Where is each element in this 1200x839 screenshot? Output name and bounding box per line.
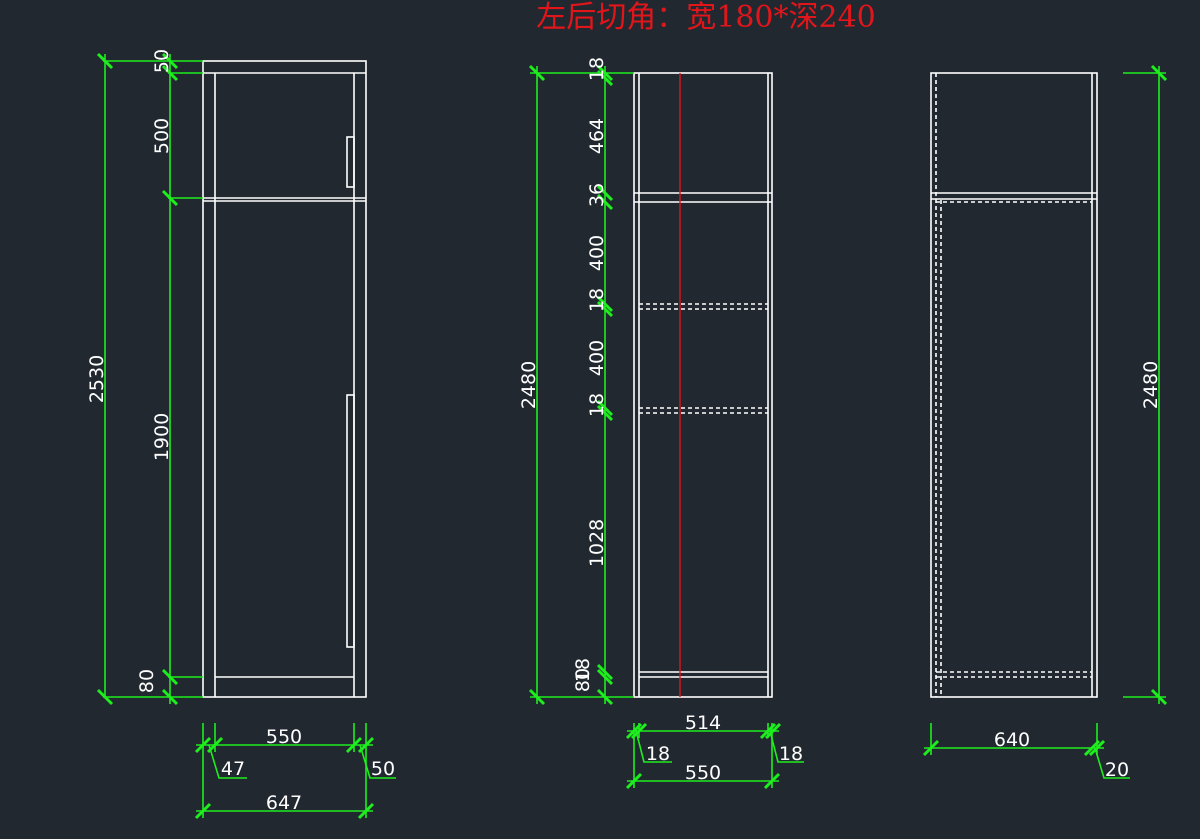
dim-tick bbox=[357, 802, 375, 820]
front-inner-width-label: 550 bbox=[266, 726, 302, 748]
side-back-offset-label: 20 bbox=[1105, 759, 1129, 781]
front-height-label: 1900 bbox=[151, 413, 173, 461]
front-view: 2530 50 500 1900 80 550 47 50 647 bbox=[86, 49, 396, 820]
dim-tick bbox=[630, 722, 648, 740]
section-vertical-dimensions: 2480 18 464 36 400 18 400 18 1028 18 80 bbox=[518, 57, 634, 706]
section-outer-frame bbox=[633, 72, 773, 698]
section-cabinet-outline bbox=[633, 72, 773, 698]
dim-tick bbox=[625, 772, 643, 790]
dim-tick bbox=[596, 300, 614, 318]
front-total-width-label: 647 bbox=[266, 792, 302, 814]
dim-tick bbox=[194, 736, 212, 754]
section-total-width-label: 550 bbox=[685, 762, 721, 784]
front-leader-right bbox=[359, 744, 396, 779]
front-leader-left bbox=[208, 744, 247, 779]
section-height-label: 400 bbox=[586, 340, 608, 376]
front-height-label: 500 bbox=[151, 118, 173, 154]
dim-tick bbox=[161, 668, 179, 686]
dim-tick bbox=[596, 64, 614, 82]
section-horizontal-dimensions: 514 18 18 550 bbox=[625, 712, 804, 790]
front-horizontal-dimensions: 550 47 50 647 bbox=[194, 723, 396, 820]
front-height-label: 80 bbox=[136, 669, 158, 693]
section-height-label: 400 bbox=[586, 235, 608, 271]
section-inner-width-label: 514 bbox=[685, 712, 721, 734]
dim-tick bbox=[96, 688, 114, 706]
section-total-height-label: 2480 bbox=[518, 361, 540, 409]
upper-door-handle bbox=[346, 136, 355, 188]
dim-tick bbox=[161, 189, 179, 207]
front-right-offset-label: 50 bbox=[371, 758, 395, 780]
dim-tick bbox=[759, 722, 777, 740]
dim-tick bbox=[528, 688, 546, 706]
side-horizontal-dimensions: 640 20 bbox=[922, 723, 1130, 781]
side-view: 2480 640 20 bbox=[922, 64, 1168, 781]
dim-tick bbox=[1088, 739, 1106, 757]
dim-tick bbox=[528, 64, 546, 82]
dim-tick bbox=[922, 739, 940, 757]
dim-tick bbox=[1083, 739, 1101, 757]
dim-tick bbox=[764, 722, 782, 740]
side-depth-label: 640 bbox=[994, 729, 1030, 751]
section-height-label: 80 bbox=[572, 668, 594, 692]
section-height-label: 18 bbox=[586, 57, 608, 81]
dim-tick bbox=[596, 69, 614, 87]
dim-tick bbox=[161, 688, 179, 706]
dim-tick bbox=[96, 52, 114, 70]
front-left-offset-label: 47 bbox=[221, 758, 245, 780]
section-leader-left bbox=[635, 730, 672, 763]
side-outer-frame bbox=[930, 72, 1098, 698]
dim-tick bbox=[194, 802, 212, 820]
dim-tick bbox=[596, 663, 614, 681]
front-outer-frame bbox=[202, 60, 367, 698]
dim-tick bbox=[596, 399, 614, 417]
dim-tick bbox=[596, 688, 614, 706]
section-right-panel-label: 18 bbox=[779, 743, 803, 765]
dim-tick bbox=[1150, 688, 1168, 706]
section-height-label: 18 bbox=[572, 658, 594, 682]
dim-tick bbox=[345, 736, 363, 754]
dim-tick bbox=[596, 193, 614, 211]
section-height-label: 18 bbox=[586, 288, 608, 312]
dim-tick bbox=[625, 722, 643, 740]
dim-tick bbox=[161, 52, 179, 70]
side-total-height-label: 2480 bbox=[1140, 361, 1162, 409]
side-leader-right bbox=[1094, 747, 1130, 779]
front-vertical-dimensions: 2530 50 500 1900 80 bbox=[86, 49, 203, 706]
section-height-label: 464 bbox=[586, 118, 608, 154]
section-height-label: 18 bbox=[586, 393, 608, 417]
drawing-title: 左后切角：宽180*深240 bbox=[536, 0, 876, 35]
dim-tick bbox=[1150, 64, 1168, 82]
dim-tick bbox=[596, 404, 614, 422]
front-height-label: 50 bbox=[151, 49, 173, 73]
side-cabinet-outline bbox=[930, 72, 1098, 698]
section-height-label: 1028 bbox=[586, 519, 608, 567]
side-vertical-dimensions: 2480 bbox=[1123, 64, 1168, 706]
section-view: 2480 18 464 36 400 18 400 18 1028 18 80 bbox=[518, 57, 804, 790]
section-height-label: 36 bbox=[586, 183, 608, 207]
dim-tick bbox=[596, 668, 614, 686]
dim-tick bbox=[596, 184, 614, 202]
section-left-panel-label: 18 bbox=[646, 743, 670, 765]
dim-tick bbox=[161, 64, 179, 82]
lower-door-handle bbox=[346, 394, 355, 648]
dim-tick bbox=[763, 772, 781, 790]
front-total-height-label: 2530 bbox=[86, 355, 108, 403]
dim-tick bbox=[596, 295, 614, 313]
section-leader-right bbox=[769, 730, 804, 763]
front-cabinet-outline bbox=[202, 60, 367, 698]
